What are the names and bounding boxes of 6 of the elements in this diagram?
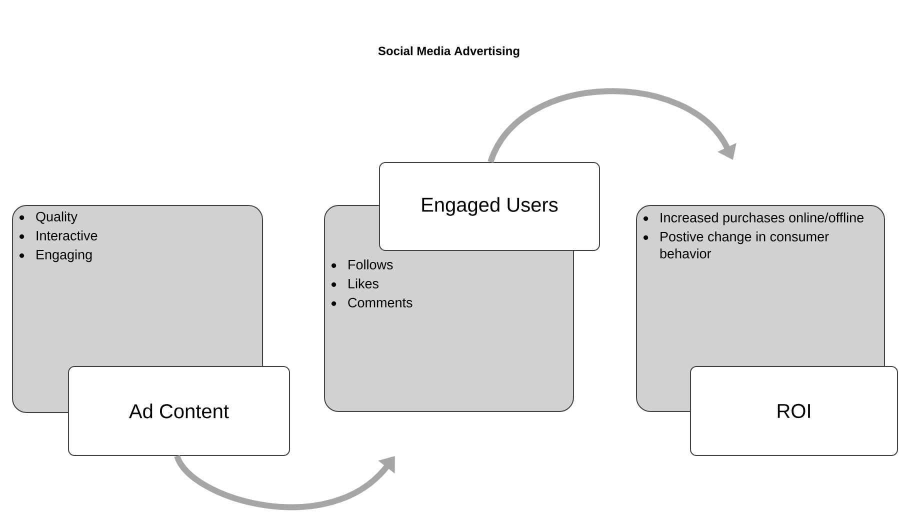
label-box: Engaged Users — [379, 162, 600, 251]
curved-arrow — [174, 454, 395, 510]
curved-arrow — [488, 88, 736, 164]
title: Social Media Advertising — [378, 46, 520, 58]
label-box: Ad Content — [68, 366, 290, 456]
label-box: ROI — [690, 366, 898, 456]
